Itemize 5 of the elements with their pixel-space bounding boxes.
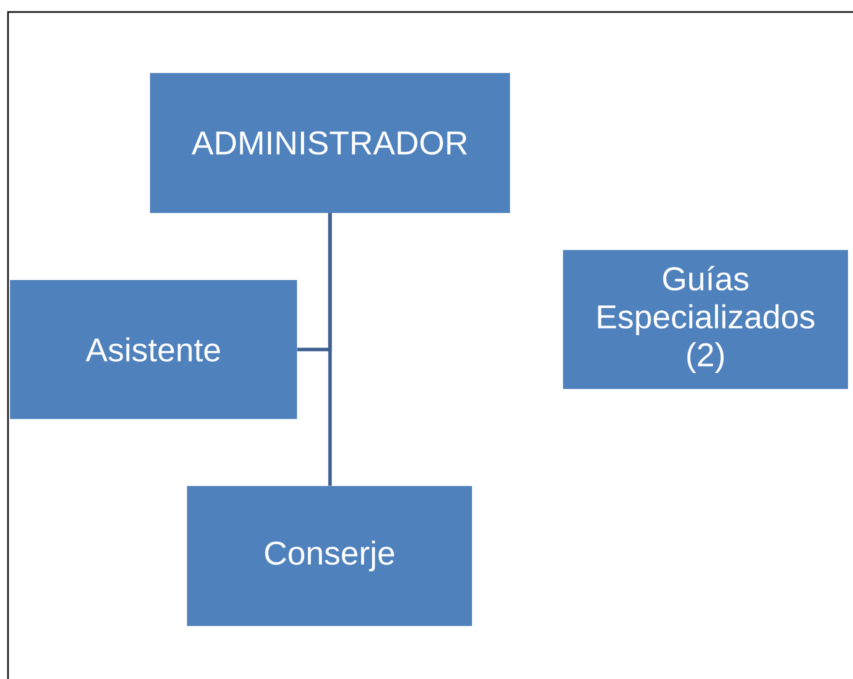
org-box: Guías Especializados (2) bbox=[563, 250, 848, 389]
connector-line bbox=[328, 213, 332, 486]
org-box: ADMINISTRADOR bbox=[150, 72, 510, 213]
org-box: Asistente bbox=[10, 280, 297, 419]
org-box: Conserje bbox=[187, 486, 472, 626]
